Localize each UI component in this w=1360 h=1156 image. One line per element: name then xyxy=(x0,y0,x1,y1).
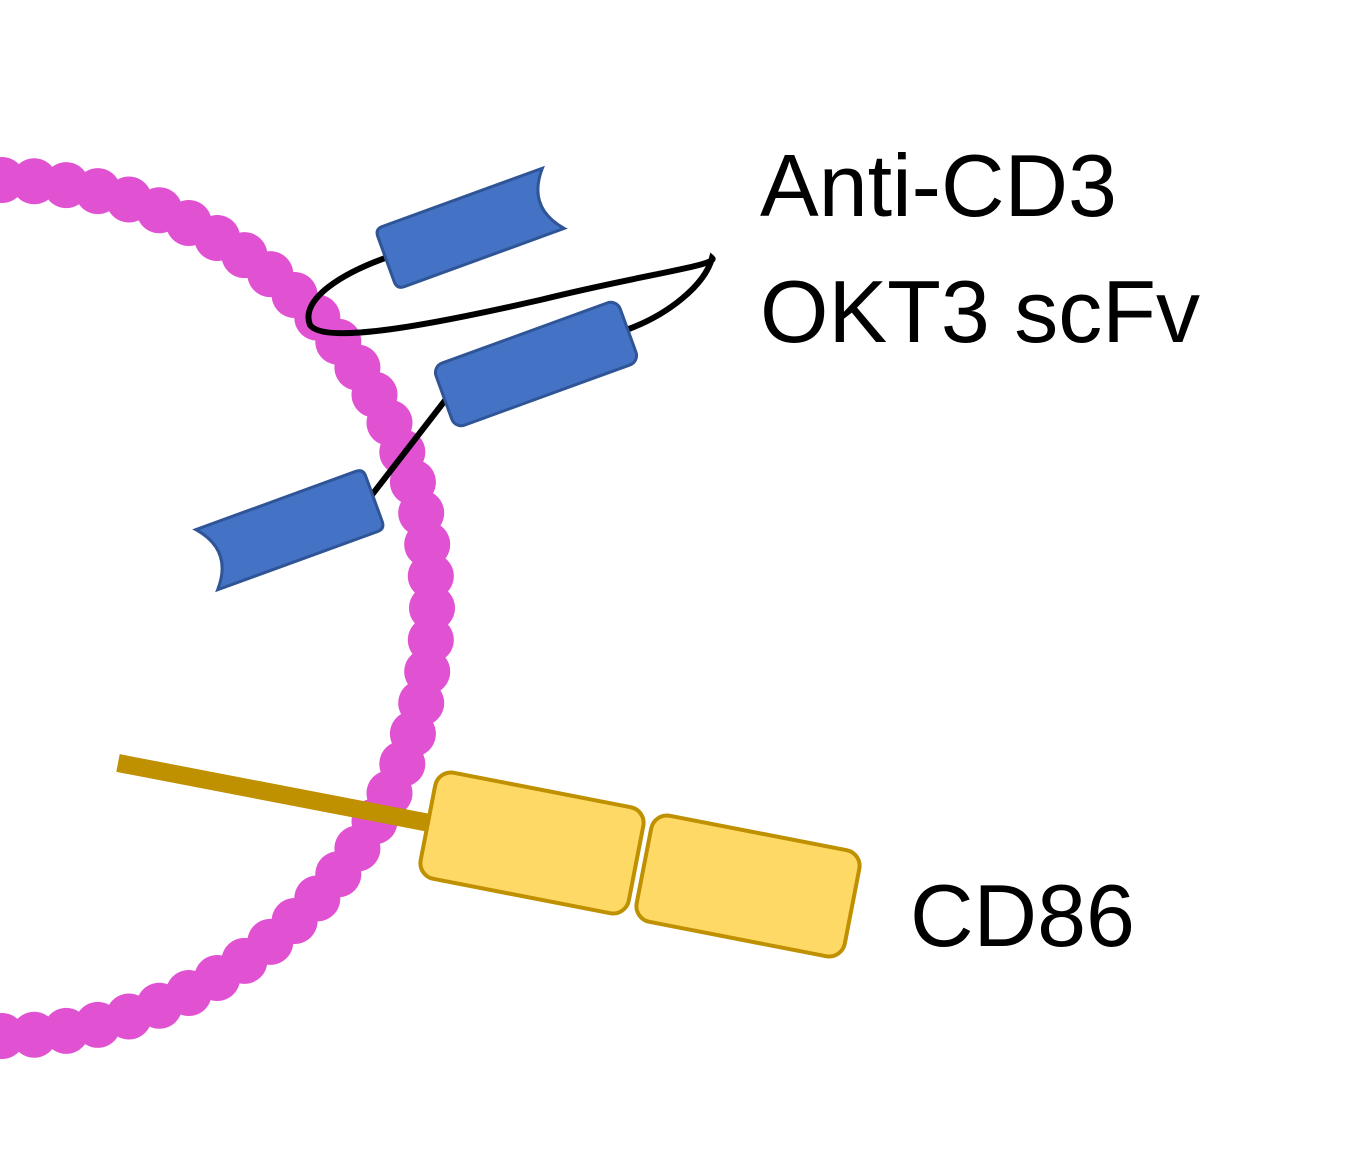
scfv-vh-domain xyxy=(375,165,568,289)
cd86-label: CD86 xyxy=(910,866,1135,965)
cd86-domain-1 xyxy=(418,770,646,916)
scfv-label-line2: OKT3 scFv xyxy=(760,262,1200,361)
scfv-vl-domain xyxy=(433,300,639,428)
cell-membrane xyxy=(0,157,455,1059)
scfv-linker-loop xyxy=(305,250,716,337)
membrane-bead xyxy=(0,1013,26,1059)
scfv-linker xyxy=(305,250,716,503)
scfv-label-line1: Anti-CD3 xyxy=(760,136,1117,235)
cd86-domain-2 xyxy=(634,813,862,959)
scfv-lower-domain xyxy=(192,469,385,593)
scfv-tether xyxy=(365,391,453,503)
cd86-transmembrane-stalk xyxy=(116,754,442,834)
